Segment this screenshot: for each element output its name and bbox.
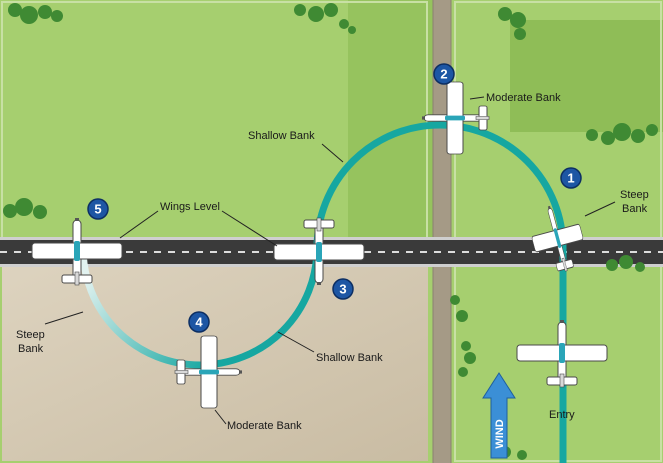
- label-moderate-bank-top: Moderate Bank: [486, 92, 561, 104]
- marker-1: 1: [560, 167, 582, 189]
- road-shoulder-bottom: [0, 264, 663, 267]
- label-steep-right-2: Bank: [622, 203, 648, 215]
- road-shoulder-top: [0, 237, 663, 240]
- marker-5-label: 5: [94, 202, 101, 217]
- marker-2-label: 2: [440, 67, 447, 82]
- flight-path-top-arc: [313, 121, 567, 463]
- label-shallow-bank-top: Shallow Bank: [248, 130, 315, 142]
- marker-4: 4: [188, 311, 210, 333]
- marker-3: 3: [332, 278, 354, 300]
- field-dark-corner: [510, 20, 663, 132]
- marker-1-label: 1: [567, 171, 574, 186]
- label-steep-right-1: Steep: [620, 189, 649, 201]
- leader-lines: [44, 96, 616, 425]
- marker-3-label: 3: [339, 282, 346, 297]
- label-steep-left-1: Steep: [16, 329, 45, 341]
- trees: [3, 3, 658, 460]
- wind-label: WIND: [494, 419, 506, 448]
- label-shallow-bank-bottom: Shallow Bank: [316, 352, 383, 364]
- label-wings-level: Wings Level: [160, 201, 220, 213]
- label-steep-left-2: Bank: [18, 343, 44, 355]
- label-moderate-bank-bottom: Moderate Bank: [227, 420, 302, 432]
- marker-2: 2: [433, 63, 455, 85]
- flight-path-bottom-arc: [79, 244, 321, 369]
- marker-4-label: 4: [195, 315, 203, 330]
- wind-arrow-icon: WIND: [482, 372, 516, 459]
- field-dark-patch: [348, 0, 436, 238]
- marker-5: 5: [87, 198, 109, 220]
- label-entry: Entry: [549, 409, 575, 421]
